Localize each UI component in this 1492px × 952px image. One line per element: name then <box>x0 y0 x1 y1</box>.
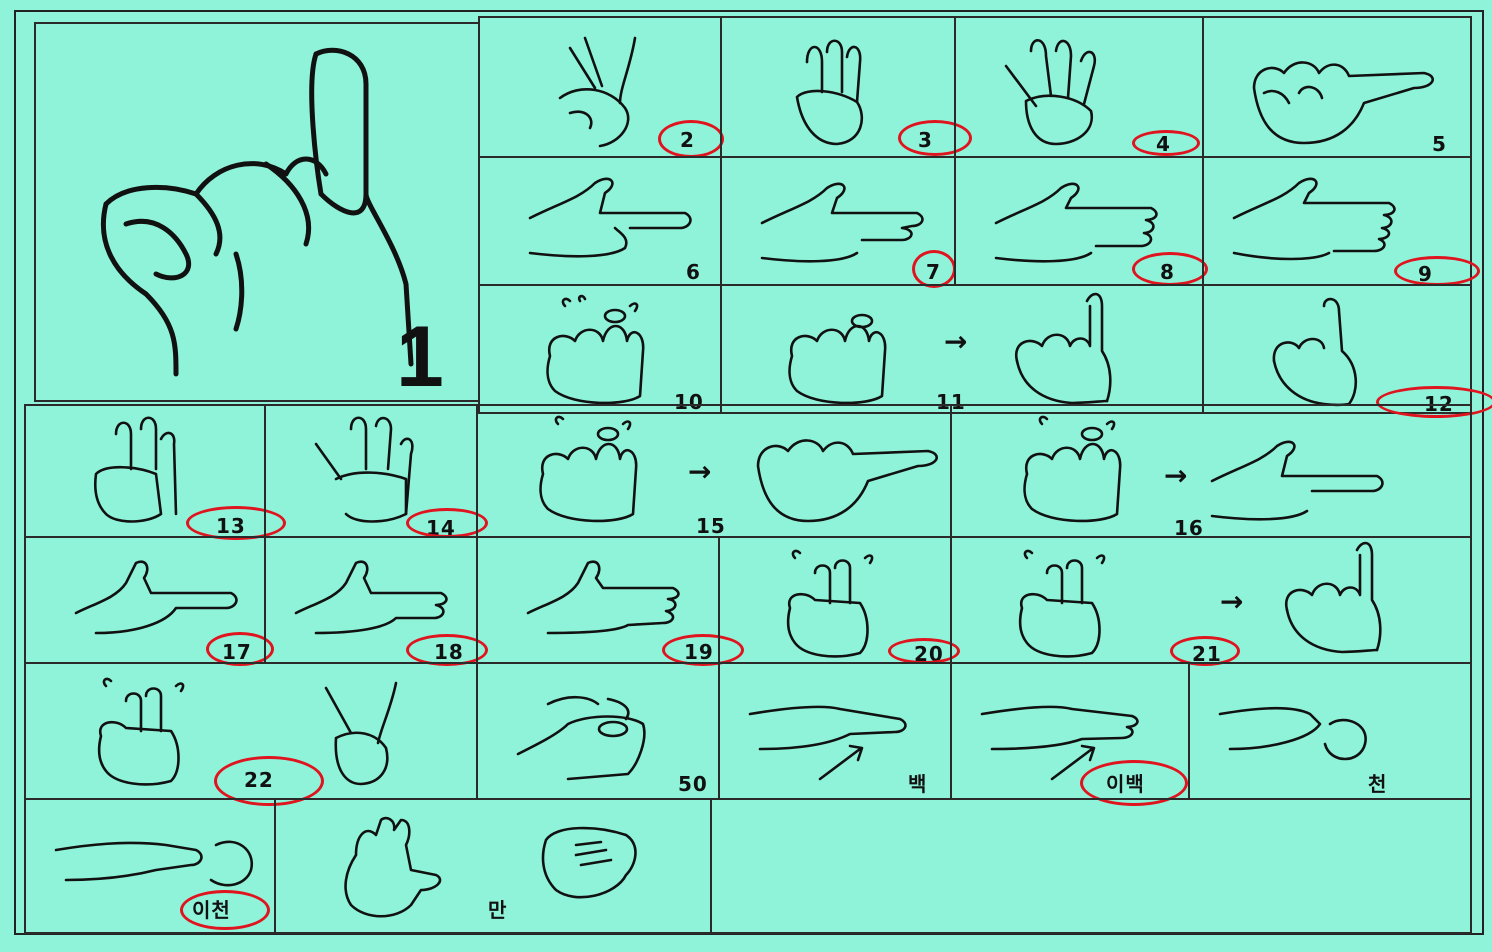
arrow-21: → <box>1220 585 1244 618</box>
red-circle-12 <box>1376 386 1492 418</box>
cell-sign-man: 만 <box>274 798 712 934</box>
cell-sign-14: 14 <box>264 404 488 538</box>
cell-sign-3: 3 <box>720 16 972 158</box>
cell-sign-ibaek: 이백 <box>950 662 1190 806</box>
red-circle-22 <box>214 756 324 806</box>
hand-point-19-icon <box>526 560 680 635</box>
cell-sign-18: 18 <box>264 536 488 666</box>
label-baek: 백 <box>908 772 928 796</box>
red-circle-2 <box>658 120 724 158</box>
hand-crossed-fingers-icon <box>94 416 178 523</box>
red-circle-13 <box>186 506 286 540</box>
hand-index-up-21-icon <box>1284 541 1382 654</box>
arrow-16: → <box>1164 459 1188 492</box>
label-10: 10 <box>674 390 704 414</box>
hand-four-point-icon <box>1232 177 1396 261</box>
red-circle-9 <box>1394 256 1480 286</box>
cell-sign-20: 20 <box>718 536 960 664</box>
label-16: 16 <box>1174 516 1204 540</box>
red-circle-21 <box>1170 636 1240 666</box>
hand-thumb-out-15-icon <box>756 439 939 523</box>
label-6: 6 <box>686 260 701 284</box>
cell-sign-21: → 21 <box>950 536 1472 666</box>
cell-sign-50: 50 <box>476 662 720 800</box>
hand-v-sign-icon <box>558 36 637 148</box>
label-cheon: 천 <box>1368 772 1388 796</box>
cell-sign-15: → 15 <box>476 404 952 538</box>
cell-sign-baek: 백 <box>718 662 952 800</box>
hand-two-up-wiggle-21-icon <box>1018 549 1106 658</box>
hand-index-point-icon <box>528 177 692 258</box>
label-1: 1 <box>396 309 445 405</box>
hand-fist-wiggle-15-icon <box>539 415 638 523</box>
hand-thumb-out-icon <box>1252 61 1435 145</box>
hand-fist-wiggle-icon <box>546 294 645 405</box>
label-50: 50 <box>678 772 708 796</box>
hand-closed-bunch-icon <box>541 826 637 899</box>
cell-sign-8: 8 <box>954 156 1208 286</box>
red-circle-ibaek <box>1080 760 1188 806</box>
hand-flick-icon <box>748 705 907 781</box>
hand-open-palm-icon <box>344 816 442 918</box>
label-man: 만 <box>488 898 508 922</box>
cell-sign-icheon: 이천 <box>24 798 276 934</box>
cell-sign-4: 4 <box>954 16 1204 158</box>
hand-circle-flick-icon <box>1218 706 1367 761</box>
cell-sign-17: 17 <box>24 536 274 666</box>
cell-sign-19: 19 <box>476 536 744 666</box>
hand-one-finger-icon <box>100 47 414 377</box>
hand-point-17-icon <box>74 560 238 635</box>
cell-empty <box>710 798 1472 934</box>
cell-sign-6: 6 <box>478 156 722 286</box>
hand-index-up-icon <box>1014 292 1112 405</box>
cell-sign-5: 5 <box>1202 16 1472 158</box>
hand-two-point-icon <box>760 182 924 263</box>
hand-three-point-icon <box>994 182 1158 263</box>
cell-sign-16: → 16 <box>950 404 1472 538</box>
hand-v-sign-22-icon <box>324 681 398 786</box>
hand-three-fingers-icon <box>795 39 864 146</box>
hand-point-18-icon <box>294 560 448 635</box>
hand-circle-flick-two-icon <box>54 840 254 887</box>
red-circle-3 <box>898 120 972 156</box>
label-15: 15 <box>696 514 726 538</box>
red-circle-8 <box>1132 252 1208 286</box>
label-11: 11 <box>936 390 966 414</box>
cell-sign-22: 22 <box>24 662 478 806</box>
red-circle-4 <box>1132 130 1200 156</box>
hand-index-up-small-icon <box>1272 297 1358 407</box>
hand-fist-icon <box>788 313 887 405</box>
sign-chart: 1 2 3 4 5 <box>14 10 1492 935</box>
red-circle-icheon <box>180 890 270 930</box>
cell-sign-11: → 11 <box>720 284 1204 414</box>
hand-fist-wiggle-16-icon <box>1023 415 1122 523</box>
hand-index-point-16-icon <box>1210 440 1384 521</box>
red-circle-19 <box>662 634 744 666</box>
red-circle-17 <box>206 632 274 666</box>
red-circle-7 <box>912 250 956 288</box>
hand-bent-fingers-icon <box>516 695 646 781</box>
hand-two-up-wiggle-icon <box>786 549 874 658</box>
cell-sign-9: 9 <box>1202 156 1480 286</box>
cell-sign-7: 7 <box>720 156 956 288</box>
cell-sign-1: 1 <box>34 22 480 402</box>
hand-flick-two-icon <box>980 705 1139 781</box>
cell-sign-12: 12 <box>1202 284 1492 418</box>
hand-three-crossed-icon <box>314 416 414 523</box>
cell-sign-cheon: 천 <box>1188 662 1472 800</box>
cell-sign-2: 2 <box>478 16 724 158</box>
cell-sign-10: 10 <box>478 284 722 414</box>
arrow-11: → <box>944 325 968 358</box>
arrow-15: → <box>688 455 712 488</box>
red-circle-18 <box>406 634 488 666</box>
label-5: 5 <box>1432 132 1447 156</box>
hand-four-fingers-icon <box>1004 39 1097 146</box>
cell-sign-13: 13 <box>24 404 286 540</box>
hand-two-wiggle-22-icon <box>97 677 185 786</box>
